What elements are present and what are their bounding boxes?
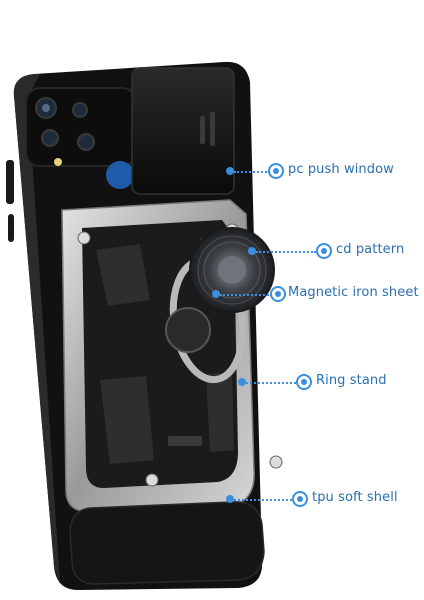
label-cd-pattern: cd pattern	[336, 242, 405, 257]
label-pc-push-window: pc push window	[288, 162, 394, 177]
camera-lens	[72, 102, 88, 118]
tpu-soft-shell-bottom	[69, 501, 265, 585]
fingerprint-sensor	[106, 161, 134, 189]
cd-pattern-center	[218, 256, 246, 284]
tpu-shell-edge	[13, 74, 61, 584]
label-magnetic-iron-sheet: Magnetic iron sheet	[288, 285, 419, 300]
callout-ring-icon	[268, 163, 284, 179]
side-button	[8, 214, 14, 242]
camera-lens	[42, 104, 50, 112]
label-tpu-soft-shell: tpu soft shell	[312, 490, 398, 505]
callout-ring-icon	[292, 491, 308, 507]
callout-dot-icon	[238, 378, 246, 386]
flash-icon	[54, 158, 62, 166]
callout-dot-icon	[248, 247, 256, 255]
callout-dot-icon	[226, 167, 234, 175]
callout-leader	[256, 251, 316, 253]
side-button	[6, 160, 14, 204]
armor-screw	[145, 473, 159, 487]
brand-plate	[168, 436, 202, 446]
label-ring-stand: Ring stand	[316, 373, 387, 388]
callout-leader	[220, 294, 272, 296]
push-window-grip	[210, 112, 215, 146]
magnetic-iron-sheet	[165, 307, 211, 353]
callout-leader	[234, 171, 270, 173]
camera-lens	[77, 133, 95, 151]
callout-dot-icon	[212, 290, 220, 298]
cd-pattern-groove	[197, 235, 267, 305]
callout-leader	[234, 499, 292, 501]
callout-dot-icon	[226, 495, 234, 503]
armor-screw	[269, 455, 283, 469]
pc-push-window	[131, 67, 235, 195]
cd-pattern-groove	[203, 241, 261, 299]
armor-detail	[96, 236, 234, 464]
callout-ring-icon	[270, 286, 286, 302]
callout-leader	[246, 382, 296, 384]
callout-ring-icon	[296, 374, 312, 390]
callout-ring-icon	[316, 243, 332, 259]
push-window-grip	[200, 116, 205, 144]
camera-lens	[41, 129, 59, 147]
armor-screw	[77, 231, 91, 245]
